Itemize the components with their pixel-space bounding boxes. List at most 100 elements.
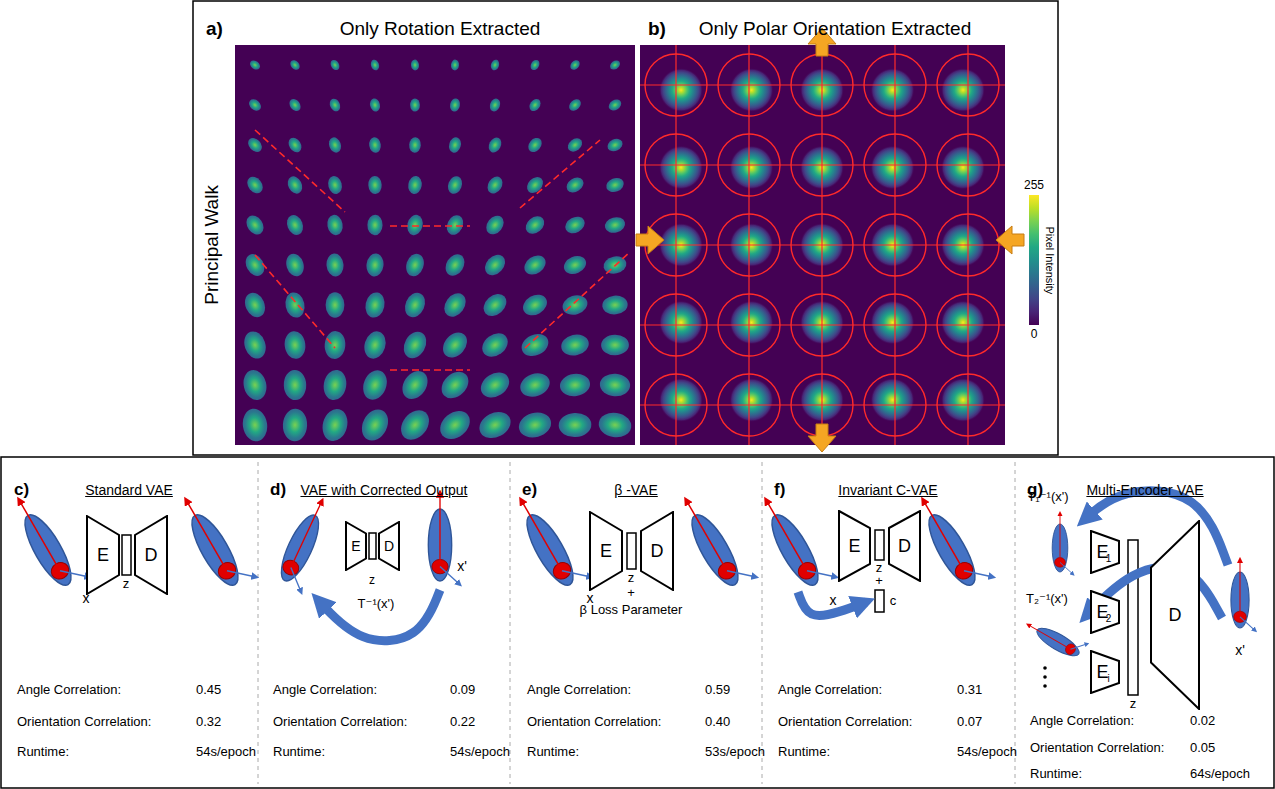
decoder-block: D <box>888 510 921 582</box>
annotation-label: Angle Correlation: <box>17 683 121 698</box>
axis-label: Pixel Intensity <box>1044 226 1057 294</box>
annotation-label: Orientation Correlation: <box>527 715 661 730</box>
annotation-label: z <box>123 577 130 592</box>
panel-title: β -VAE <box>614 482 658 498</box>
annotation-label: x <box>83 590 90 606</box>
block-subscript: 2 <box>1106 613 1112 625</box>
panel-separator <box>1015 462 1016 784</box>
axis-label: 255 <box>1024 179 1044 193</box>
panel-letter: c) <box>14 480 29 500</box>
block-subscript: 1 <box>1106 553 1112 565</box>
annotation-label: 0.02 <box>1190 714 1215 729</box>
annotation-label: Angle Correlation: <box>778 683 882 698</box>
block-letter: D <box>898 536 911 557</box>
block-letter: D <box>651 541 664 562</box>
annotation-label: z <box>369 574 375 588</box>
annotation-label: 54s/epoch <box>957 745 1017 760</box>
block-letter: D <box>1169 605 1182 626</box>
decoder-block: D <box>134 515 168 595</box>
panel-box: f) Invariant C-VAE E D <box>762 460 1015 789</box>
bottom-frame <box>1 457 1274 788</box>
encoder-block: E <box>345 521 367 571</box>
annotation-label: 64s/epoch <box>1190 767 1250 782</box>
encoder-block: E <box>589 511 623 591</box>
annotation-label: + <box>875 574 883 589</box>
annotation-label: c <box>890 594 897 609</box>
annotation-label: z <box>628 571 635 586</box>
annotation-label: 53s/epoch <box>705 745 765 760</box>
block-letter: E <box>848 536 860 557</box>
annotation-label: 0.32 <box>196 715 221 730</box>
panel-box: c) Standard VAE E D <box>0 460 258 789</box>
block-letter: E <box>1097 662 1109 683</box>
panel-letter: a) <box>206 18 223 40</box>
annotation-label: Runtime: <box>1030 767 1082 782</box>
encoder-block: E <box>838 510 871 582</box>
annotation-label: β Loss Parameter <box>580 603 683 618</box>
annotation-label: Runtime: <box>273 745 325 760</box>
annotation-label: z <box>1130 697 1137 712</box>
block-letter: D <box>145 545 158 566</box>
annotation-label: T₂⁻¹(x') <box>1026 592 1068 607</box>
panel-box: a) Only Rotation Extracted <box>198 10 638 447</box>
annotation-label: 0.22 <box>450 715 475 730</box>
decoder-block: D <box>640 511 674 591</box>
annotation-label: Orientation Correlation: <box>17 715 151 730</box>
panel-title: Only Rotation Extracted <box>340 18 541 40</box>
annotation-label: 0.07 <box>957 715 982 730</box>
orientation-image-grid <box>636 28 1024 452</box>
block-letter: E <box>600 541 612 562</box>
panel-title: Only Polar Orientation Extracted <box>699 18 971 40</box>
annotation-label: 0.40 <box>705 715 730 730</box>
encoder-block: E1 <box>1090 530 1120 574</box>
colorbar <box>1029 195 1039 325</box>
annotation-label: Orientation Correlation: <box>273 715 407 730</box>
axis-label: Principal Walk <box>201 185 223 305</box>
encoder-block: Ei <box>1090 650 1120 694</box>
annotation-label: Orientation Correlation: <box>778 715 912 730</box>
annotation-label: 0.05 <box>1190 741 1215 756</box>
annotation-label: x' <box>457 558 467 574</box>
panel-title: VAE with Corrected Output <box>300 482 467 498</box>
panel-title: Invariant C-VAE <box>838 482 937 498</box>
annotation-label: 0.09 <box>450 683 475 698</box>
block-subscript: i <box>1107 673 1109 685</box>
annotation-label: 54s/epoch <box>450 745 510 760</box>
panel-separator <box>258 462 259 784</box>
annotation-label: 0.31 <box>957 683 982 698</box>
encoder-block: E <box>86 515 120 595</box>
annotation-label: + <box>627 586 635 601</box>
panel-letter: e) <box>522 480 537 500</box>
annotation-label: 0.59 <box>705 683 730 698</box>
annotation-label: Runtime: <box>778 745 830 760</box>
panel-letter: b) <box>648 18 666 40</box>
annotation-label: 54s/epoch <box>196 745 256 760</box>
annotation-label: Angle Correlation: <box>527 683 631 698</box>
annotation-label: T₁⁻¹(x') <box>1027 490 1068 505</box>
block-letter: E <box>351 538 360 554</box>
panel-separator <box>762 462 763 784</box>
panel-separator <box>510 462 511 784</box>
panel-title: Standard VAE <box>85 482 173 498</box>
decoder-block: D <box>378 521 400 571</box>
block-letter: E <box>97 545 109 566</box>
annotation-label: x' <box>1235 642 1245 658</box>
decoder-block: D <box>1150 520 1200 710</box>
top-frame <box>193 1 1058 455</box>
annotation-label: Runtime: <box>527 745 579 760</box>
encoder-block: E2 <box>1090 590 1120 634</box>
annotation-label: Runtime: <box>17 745 69 760</box>
panel-title: Multi-Encoder VAE <box>1086 482 1203 498</box>
block-letter: D <box>384 538 394 554</box>
annotation-label: Angle Correlation: <box>1030 714 1134 729</box>
annotation-label: 0.45 <box>196 683 221 698</box>
panel-letter: d) <box>270 480 286 500</box>
panel-box: b) Only Polar Orientation Extracted <box>640 10 1010 447</box>
rotation-image-grid <box>235 45 635 445</box>
annotation-label: x <box>830 592 837 608</box>
panel-box: e) β -VAE E D <box>510 460 762 789</box>
axis-label: 0 <box>1031 328 1038 342</box>
annotation-label: Orientation Correlation: <box>1030 741 1164 756</box>
panel-letter: f) <box>774 480 785 500</box>
